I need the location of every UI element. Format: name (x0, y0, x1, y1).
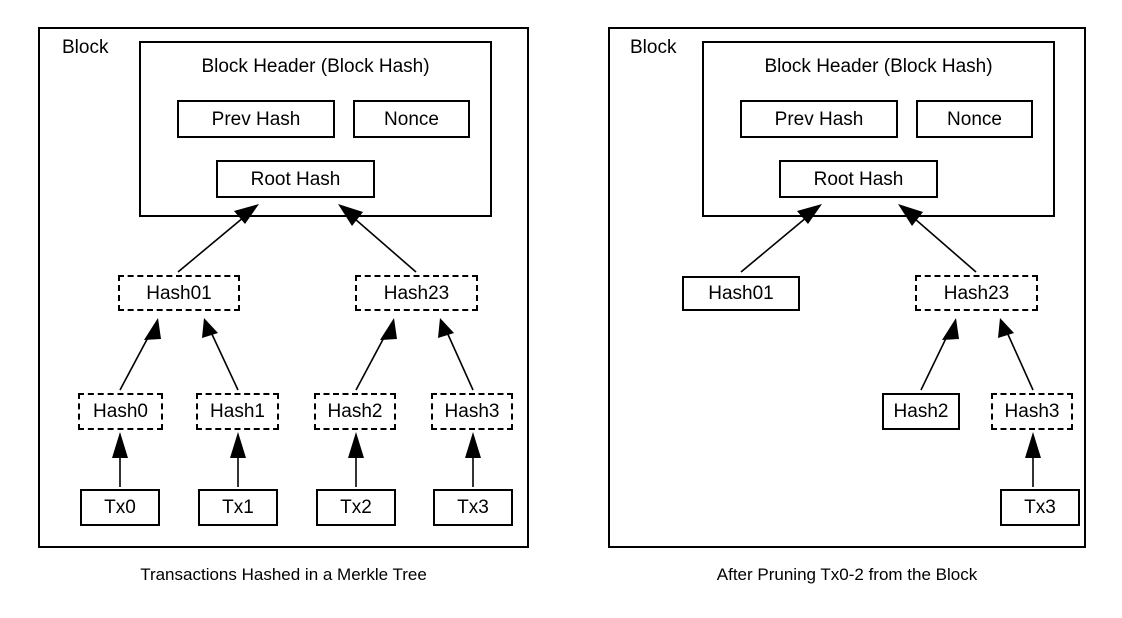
block-label-left: Block (62, 37, 109, 58)
tx1-box-left: Tx1 (198, 489, 278, 526)
prev-hash-box-left: Prev Hash (177, 100, 335, 138)
block-panel-right (608, 27, 1086, 548)
block-header-box-left (139, 41, 492, 217)
nonce-box-left: Nonce (353, 100, 470, 138)
root-hash-box-left: Root Hash (216, 160, 375, 198)
nonce-box-right: Nonce (916, 100, 1033, 138)
tx3-box-right: Tx3 (1000, 489, 1080, 526)
block-header-title-left: Block Header (Block Hash) (201, 56, 430, 77)
block-label-right: Block (630, 37, 677, 58)
hash2-box-left: Hash2 (314, 393, 396, 430)
block-panel-left (38, 27, 529, 548)
prev-hash-box-right: Prev Hash (740, 100, 898, 138)
hash2-box-right: Hash2 (882, 393, 960, 430)
hash1-box-left: Hash1 (196, 393, 279, 430)
tx0-box-left: Tx0 (80, 489, 160, 526)
hash0-box-left: Hash0 (78, 393, 163, 430)
hash01-box-left: Hash01 (118, 275, 240, 311)
tx3-box-left: Tx3 (433, 489, 513, 526)
root-hash-box-right: Root Hash (779, 160, 938, 198)
hash23-box-left: Hash23 (355, 275, 478, 311)
block-header-box-right (702, 41, 1055, 217)
hash3-box-left: Hash3 (431, 393, 513, 430)
hash23-box-right: Hash23 (915, 275, 1038, 311)
hash3-box-right: Hash3 (991, 393, 1073, 430)
caption-right: After Pruning Tx0-2 from the Block (716, 565, 978, 584)
block-header-title-right: Block Header (Block Hash) (764, 56, 993, 77)
tx2-box-left: Tx2 (316, 489, 396, 526)
caption-left: Transactions Hashed in a Merkle Tree (140, 565, 427, 584)
hash01-box-right: Hash01 (682, 276, 800, 311)
